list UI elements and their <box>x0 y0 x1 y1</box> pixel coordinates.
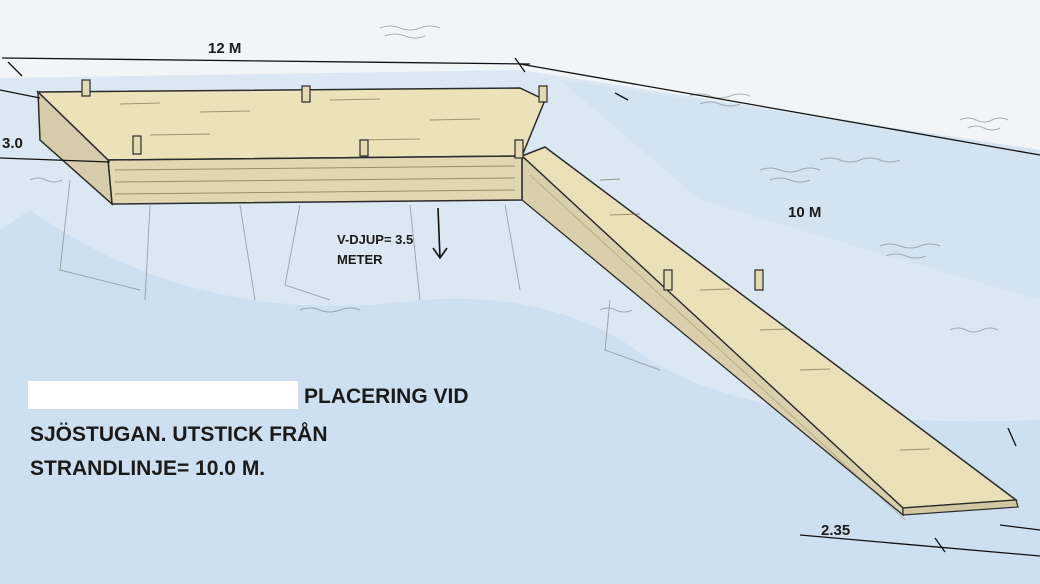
dimension-length-walkway: 10 M <box>788 204 822 221</box>
platform-side <box>37 90 113 206</box>
underwater-piles <box>59 179 661 371</box>
dimension-length-platform: 12 M <box>208 40 242 57</box>
water-ripples <box>29 25 1009 333</box>
dimension-width-walkway: 2.35 <box>821 522 851 539</box>
depth-arrow <box>432 207 448 260</box>
depth-note-line1: V-DJUP= 3.5 <box>337 232 414 247</box>
caption-line2: SJÖSTUGAN. UTSTICK FRÅN <box>30 423 328 446</box>
dimension-width-platform: 3.0 <box>2 135 23 152</box>
deck-boards <box>114 98 931 521</box>
caption-line1: PLACERING VID <box>304 385 469 408</box>
walkway-end <box>902 499 1019 516</box>
caption-line3: STRANDLINJE= 10.0 M. <box>30 457 266 480</box>
water-wash <box>560 80 1040 300</box>
depth-note: V-DJUP= 3.5 METER <box>337 230 413 270</box>
water-wash <box>0 210 1040 584</box>
redacted-name <box>28 381 298 409</box>
depth-note-line2: METER <box>337 252 383 267</box>
deck-posts <box>81 79 764 291</box>
dimension-lines <box>0 57 1040 557</box>
platform-deck <box>36 87 546 161</box>
